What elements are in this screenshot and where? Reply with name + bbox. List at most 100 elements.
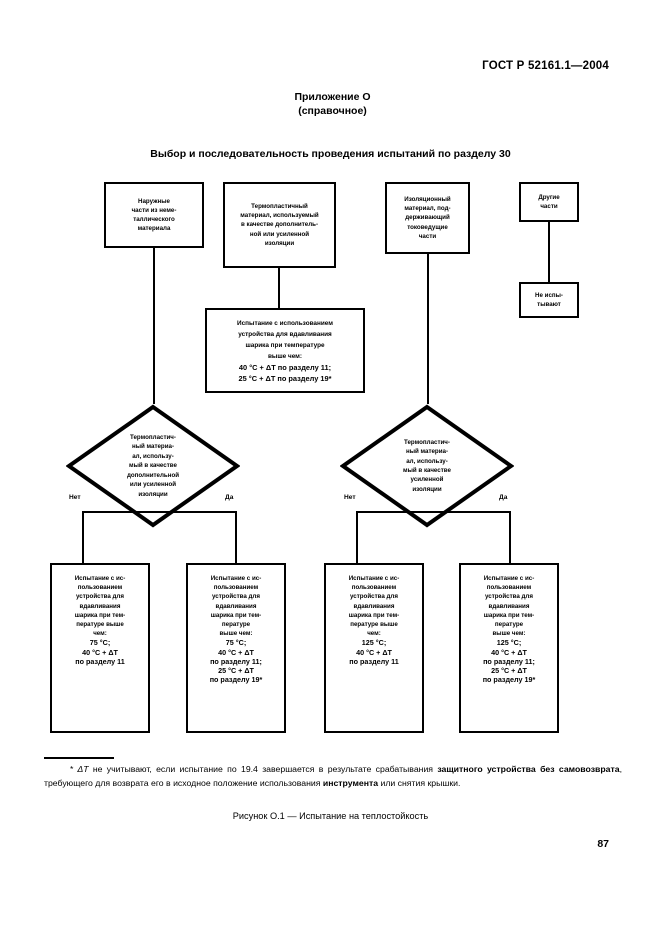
- node-text-line: вдавливания: [353, 602, 395, 610]
- branch-label-left-no: Нет: [69, 494, 81, 501]
- node-text-line: таллического: [133, 216, 175, 223]
- footnote-segment: , требующего для возврата его в исходное…: [44, 764, 622, 788]
- node-text-line: Термопластичный: [251, 202, 308, 210]
- flow-node-thermoplastic-supplementary-insulation: Термопластичный материал, используемый в…: [223, 182, 336, 268]
- node-text: Другие части: [524, 193, 574, 211]
- decision-text-line: дополнительной: [126, 471, 180, 479]
- node-text-line: устройства для: [212, 593, 260, 601]
- node-text-line: 40 °С + ΔТ по разделу 11;: [238, 362, 332, 372]
- node-text-line: по разделу 19*: [209, 675, 263, 685]
- flow-decision-thermoplastic-supplementary: Термопластич- ный материа- ал, использу-…: [65, 404, 241, 528]
- node-text-line: устройства для: [76, 593, 124, 601]
- node-text-line: части: [418, 232, 437, 240]
- diamond-shape: [65, 404, 241, 528]
- node-text-line: пользованием: [351, 584, 397, 592]
- node-text-line: вдавливания: [488, 602, 530, 610]
- decision-text-line: изоляции: [138, 490, 168, 498]
- footnote-segment: крышки.: [427, 777, 461, 788]
- node-text: Испытание с ис- пользованием устройства …: [191, 574, 281, 684]
- decision-text-line: ный материа-: [405, 448, 449, 456]
- node-text-line: пользованием: [486, 584, 532, 592]
- decision-text: Термопластич- ный материа- ал, использу-…: [340, 404, 514, 528]
- decision-text: Термопластич- ный материа- ал, использу-…: [66, 404, 240, 528]
- flow-node-ball-pressure-test-left-no: Испытание с ис- пользованием устройства …: [50, 563, 150, 733]
- footnote-segment: или снятия: [378, 777, 426, 788]
- flow-node-other-parts: Другие части: [519, 182, 579, 222]
- node-text-line: по разделу 11;: [483, 656, 535, 666]
- connector-thermoplastic-to-midtest: [278, 268, 280, 308]
- node-text-line: выше чем:: [267, 352, 303, 360]
- decision-text-line: Термопластич-: [130, 434, 176, 442]
- node-text-line: 75 °С;: [89, 638, 111, 648]
- node-text-line: 75 °С;: [225, 638, 247, 648]
- node-text-line: 125 °С;: [361, 638, 387, 648]
- flow-node-ball-pressure-test-middle: Испытание с использованием устройства дл…: [205, 308, 365, 393]
- decision-text-line: или усиленной: [129, 481, 177, 489]
- node-text-line: вдавливания: [79, 602, 121, 610]
- footnote-bold-no-reset: без самовозврата: [540, 764, 620, 774]
- node-text-line: материал, под-: [404, 205, 451, 213]
- node-text-line: части: [540, 203, 558, 210]
- node-text-line: пературе: [221, 621, 251, 629]
- node-text-line: 125 °С;: [496, 638, 522, 648]
- node-text-line: 25 °С + ΔТ: [218, 666, 254, 676]
- node-text-line: устройства для вдавливания: [238, 330, 332, 338]
- flowchart: Наружные части из неме- таллического мат…: [50, 182, 579, 733]
- node-text: Испытание с ис- пользованием устройства …: [464, 574, 554, 684]
- node-text: Испытание с использованием устройства дл…: [210, 318, 360, 384]
- connector-left-yes-horizontal: [153, 511, 237, 513]
- flow-node-insulating-material-live-parts: Изоляционный материал, под- держивающий …: [385, 182, 470, 254]
- node-text-line: вдавливания: [215, 602, 257, 610]
- node-text: Испытание с ис- пользованием устройства …: [329, 574, 419, 666]
- node-text-line: 40 °С + ΔТ: [218, 647, 254, 657]
- node-text-line: в качестве дополнитель-: [240, 221, 319, 229]
- node-text-line: тывают: [537, 301, 561, 308]
- footnote-bold-tool: инструмента: [322, 777, 379, 788]
- node-text-line: шарика при температуре: [245, 341, 325, 349]
- connector-right-yes-vertical: [509, 511, 511, 563]
- node-text: Не испы- тывают: [524, 291, 574, 309]
- connector-left-no-horizontal: [82, 511, 153, 513]
- node-text-line: 40 °С + ΔТ: [491, 647, 527, 657]
- connector-right-no-horizontal: [356, 511, 427, 513]
- appendix-heading: Приложение О (справочное): [0, 90, 661, 118]
- node-text-line: выше чем:: [219, 630, 253, 638]
- footnote-bold-protective-device: защитного устройства: [437, 764, 536, 774]
- diamond-shape: [339, 404, 515, 528]
- flow-decision-thermoplastic-reinforced: Термопластич- ный материа- ал, использу-…: [339, 404, 515, 528]
- decision-text-line: Термопластич-: [404, 438, 450, 446]
- page-number: 87: [597, 838, 609, 850]
- node-text-line: Изоляционный: [404, 195, 451, 203]
- connector-other-to-nottested: [548, 222, 550, 282]
- node-text-line: части из неме-: [131, 206, 177, 214]
- node-text-line: чем:: [367, 630, 381, 638]
- node-text-line: 40 °С + ΔТ: [356, 647, 392, 657]
- flow-node-ball-pressure-test-right-no: Испытание с ис- пользованием устройства …: [324, 563, 424, 733]
- flow-node-not-tested: Не испы- тывают: [519, 282, 579, 318]
- appendix-title-line: Приложение О: [294, 91, 371, 103]
- node-text-line: шарика при тем-: [483, 611, 535, 619]
- node-text-line: пературе выше: [76, 621, 124, 629]
- node-text-line: изоляции: [264, 239, 295, 247]
- node-text-line: 25 °С + ΔТ: [491, 666, 527, 676]
- node-text-line: Испытание с ис-: [483, 575, 535, 582]
- node-text-line: шарика при тем-: [348, 611, 400, 619]
- node-text: Испытание с ис- пользованием устройства …: [55, 574, 145, 666]
- node-text-line: по разделу 11: [349, 656, 399, 666]
- decision-text-line: ал, использу-: [132, 452, 174, 460]
- node-text: Наружные части из неме- таллического мат…: [109, 197, 199, 234]
- node-text-line: по разделу 19*: [482, 675, 536, 685]
- connector-left-yes-vertical: [235, 511, 237, 563]
- footnote-text: * ΔТ не учитывают, если испытание по 19.…: [44, 763, 622, 790]
- connector-insulating-to-right-diamond: [427, 254, 429, 404]
- node-text-line: Испытание с использованием: [237, 319, 333, 327]
- node-text-line: пературе выше: [350, 621, 398, 629]
- branch-label-right-no: Нет: [344, 494, 356, 501]
- page-title: Выбор и последовательность проведения ис…: [150, 148, 511, 160]
- connector-right-yes-horizontal: [427, 511, 511, 513]
- node-text-line: 25 °С + ΔТ по разделу 19*: [238, 373, 332, 383]
- node-text-line: пользованием: [77, 584, 123, 592]
- footnote-divider: [44, 757, 114, 759]
- appendix-subtitle-line: (справочное): [298, 105, 367, 117]
- node-text-line: пературе: [494, 621, 524, 629]
